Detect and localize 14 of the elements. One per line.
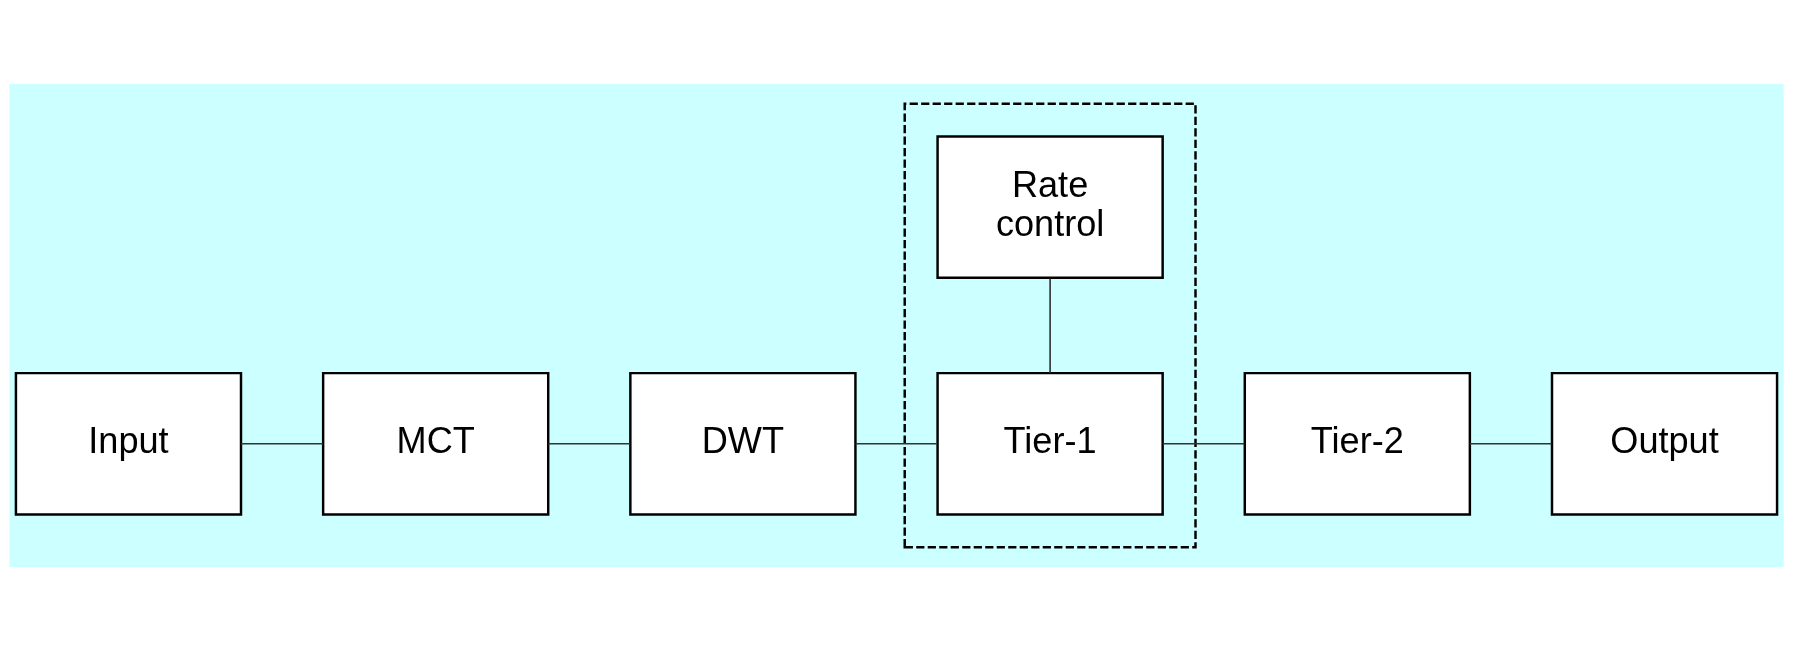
connector [547,442,631,445]
node-box: Input [14,371,243,516]
node-box: DWT [629,371,857,516]
node-box: Rate control [936,134,1164,279]
cluster [903,101,1197,548]
connector [1469,442,1553,445]
node-box: Tier-1 [936,371,1164,516]
connector [1161,442,1246,445]
connector [1049,277,1051,374]
node-box: Tier-2 [1243,371,1472,516]
connector [854,442,939,445]
connector [240,442,324,445]
node-box: MCT [321,371,550,516]
node-box: Output [1550,371,1779,516]
